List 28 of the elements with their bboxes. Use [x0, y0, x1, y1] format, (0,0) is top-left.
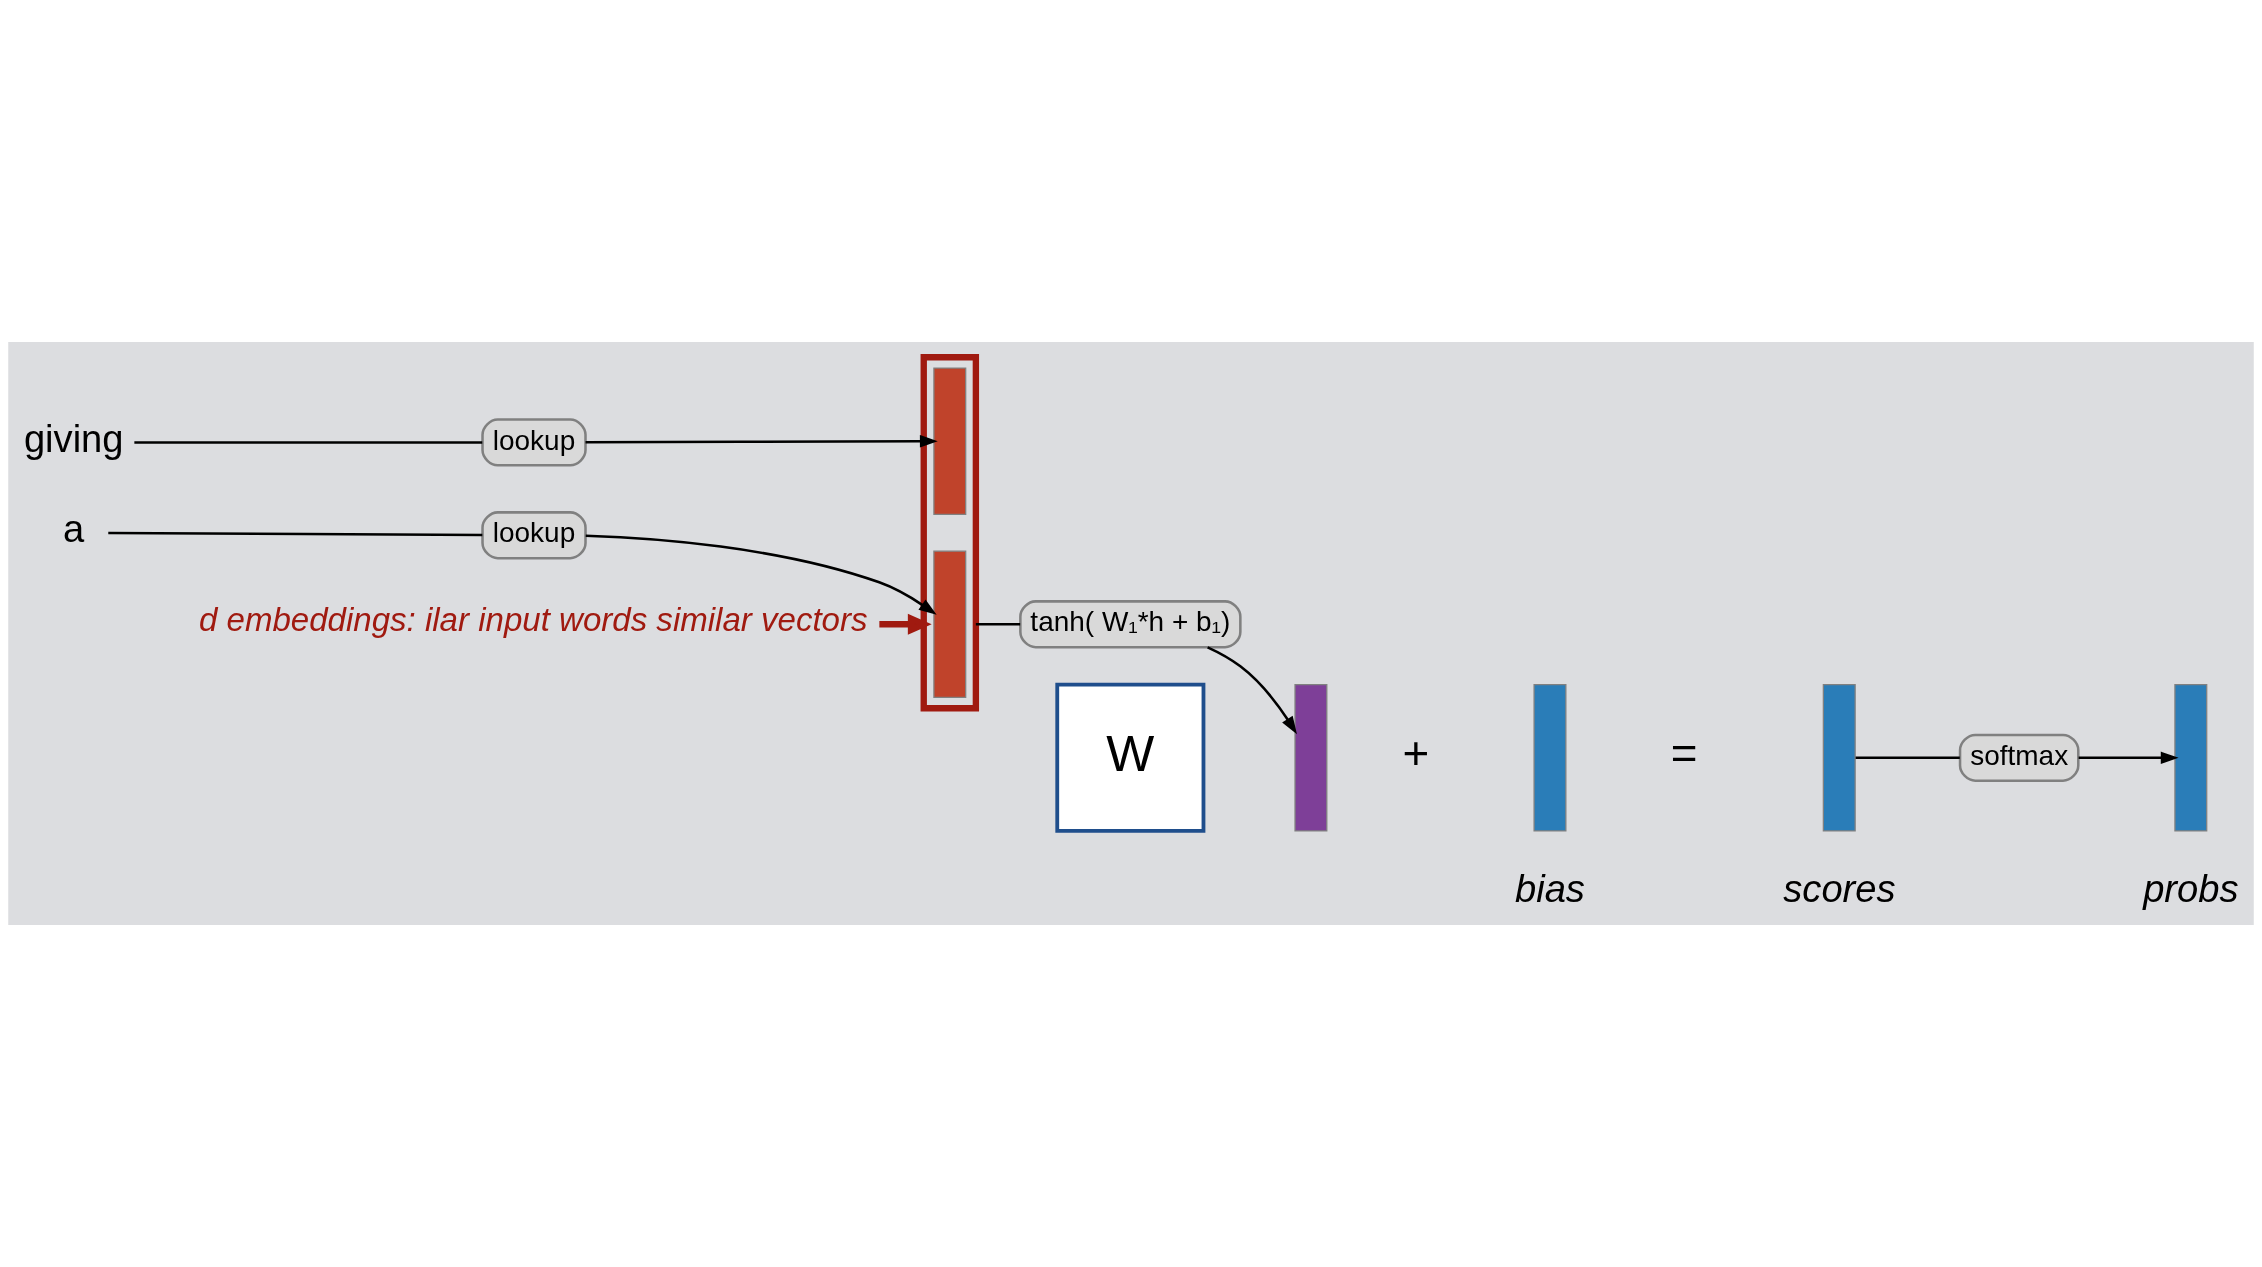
- arrow: [2078, 751, 2179, 765]
- connector: [108, 531, 483, 537]
- node-box: lookup: [481, 511, 587, 560]
- label: =: [1670, 727, 1698, 779]
- arrow: [585, 534, 937, 615]
- connector: [975, 623, 1021, 626]
- node-bar: [1294, 684, 1328, 832]
- node-text: a: [63, 507, 85, 551]
- node-bar: [1822, 684, 1856, 832]
- arrow: [1207, 646, 1297, 735]
- node-text: giving: [23, 416, 124, 460]
- node-label: bias: [1515, 867, 1585, 911]
- node-box: tanh( W₁*h + b₁): [1019, 600, 1242, 649]
- arrow: [585, 435, 938, 448]
- arrow: [879, 613, 932, 635]
- node-label: probs: [2143, 867, 2239, 911]
- node-bar: [2174, 684, 2208, 832]
- node-text: d embeddings: ilar input words similar vectors: [198, 601, 868, 639]
- connector: [1855, 756, 1960, 760]
- node-box: softmax: [1958, 733, 2080, 782]
- node-label: scores: [1783, 867, 1896, 911]
- node-bar: [933, 550, 967, 699]
- node-bar: [1533, 684, 1567, 832]
- node-box: lookup: [481, 418, 587, 467]
- node-box: W: [1055, 682, 1206, 833]
- connector: [134, 441, 483, 444]
- node-bar: [933, 367, 967, 515]
- label: +: [1402, 727, 1430, 779]
